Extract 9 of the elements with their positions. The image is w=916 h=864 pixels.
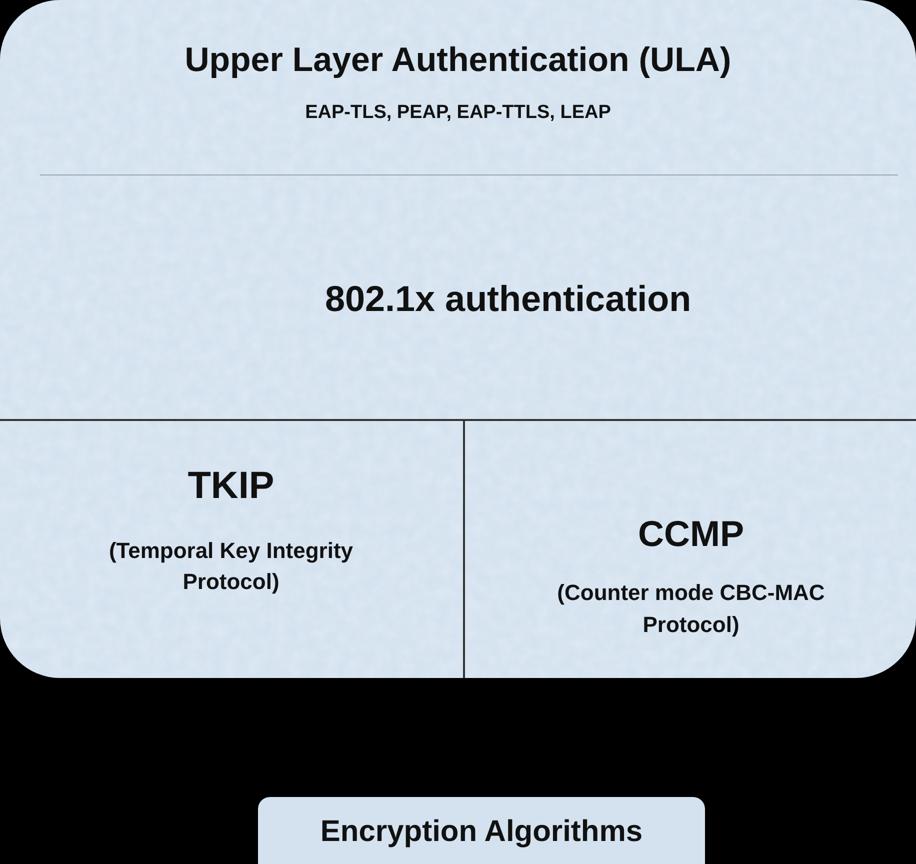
heading: TKIP [188, 464, 274, 509]
subheading: (Temporal Key Integrity Protocol) [108, 536, 354, 596]
subheading: EAP-TLS, PEAP, EAP-TTLS, LEAP [305, 100, 611, 125]
heading: Upper Layer Authentication (ULA) [184, 40, 732, 81]
heading: Encryption Algorithms [320, 814, 643, 850]
subheading: (Counter mode CBC-MAC Protocol) [556, 579, 826, 640]
heading: 802.1x authentication [324, 277, 692, 321]
label-box [258, 797, 705, 864]
heading: CCMP [638, 512, 744, 556]
